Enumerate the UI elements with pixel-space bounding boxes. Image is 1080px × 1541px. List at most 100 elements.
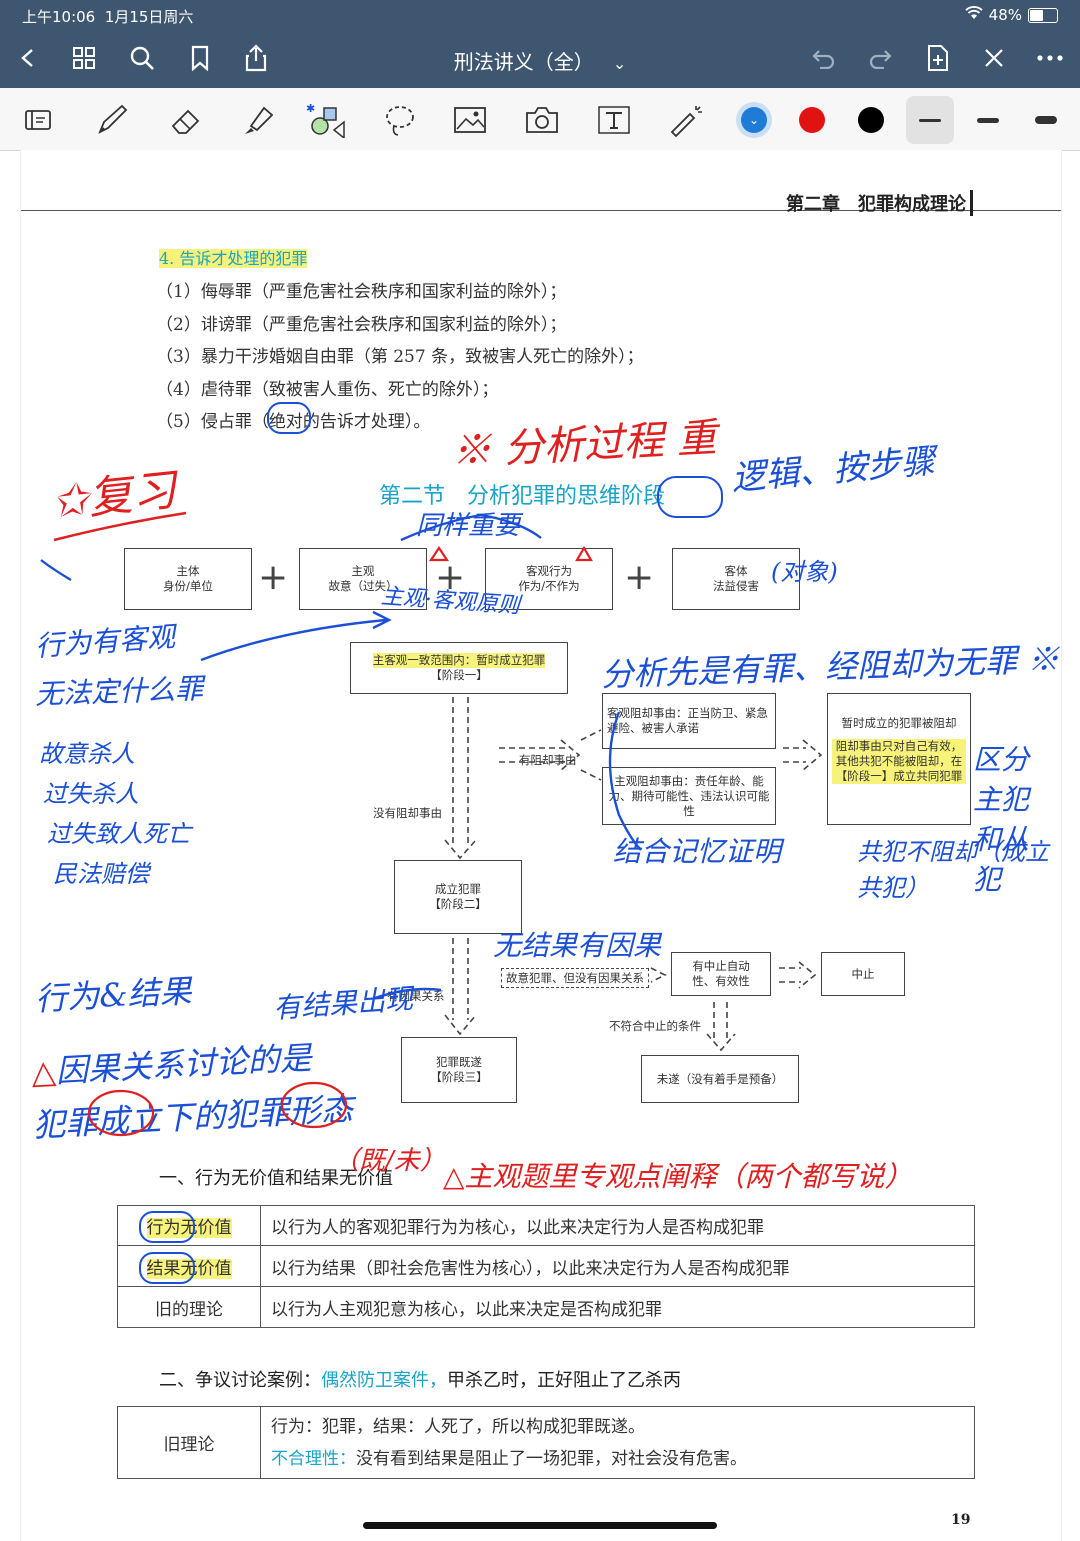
subject-desc: 身份/单位 — [163, 579, 213, 593]
stage1-title: 主客观一致范围内：暂时成立犯罪 — [372, 653, 546, 668]
section4-title: 4. 告诉才处理的犯罪 — [159, 245, 308, 269]
drawing-toolbar: ✱ ⌄ — [0, 88, 1080, 151]
close-tools-icon[interactable] — [978, 42, 1010, 74]
stage1-box: 主客观一致范围内：暂时成立犯罪【阶段一】 — [350, 642, 568, 694]
case-line1: 行为：犯罪，结果：人死了，所以构成犯罪既遂。 — [271, 1416, 645, 1437]
table-cell: 旧理论 — [117, 1406, 261, 1479]
heading2-desc: 甲杀乙时，正好阻止了乙杀丙 — [447, 1370, 681, 1391]
plus-icon: + — [435, 557, 466, 598]
handwriting-combine: 结合记忆证明 — [613, 835, 782, 868]
list-item: （3）暴力干涉婚姻自由罪（第 257 条，致被害人死亡的除外）； — [156, 347, 644, 368]
table-cell: 以行为人的客观犯罪行为为核心，以此来决定行为人是否构成犯罪 — [260, 1205, 975, 1246]
subjective-box: 主观故意（过失） — [299, 548, 427, 610]
has-stop-line1: 有中止自动 — [692, 959, 750, 973]
handwriting-strokes — [40, 513, 642, 1137]
has-defense-label: 有阻却事由 — [519, 753, 577, 767]
document-page: 第二章 犯罪构成理论 4. 告诉才处理的犯罪 （1）侮辱罪（严重危害社会秩序和国… — [20, 150, 1062, 1541]
circle-annotation — [267, 402, 311, 434]
reading-mode-icon[interactable] — [18, 100, 58, 140]
handwriting-distinguish: 区分主犯和从犯 — [973, 743, 1030, 896]
section4-title-text: 4. 告诉才处理的犯罪 — [159, 249, 308, 268]
table-row: 旧理论 行为：犯罪，结果：人死了，所以构成犯罪既遂。不合理性：没有看到结果是阻止… — [117, 1406, 975, 1479]
list-item: （4）虐待罪（致被害人重伤、死亡的除外）； — [156, 379, 499, 400]
chevron-down-icon[interactable]: ⌄ — [612, 54, 627, 73]
objective-act-title: 客观行为 — [526, 564, 572, 578]
circle-annotation — [657, 476, 723, 518]
color-blue-swatch[interactable]: ⌄ — [734, 100, 774, 140]
pen-icon[interactable] — [92, 100, 132, 140]
objective-defense-box: 客观阻却事由：正当防卫、紧急避险、被害人承诺 — [602, 693, 776, 749]
eraser-icon[interactable] — [166, 100, 206, 140]
svg-text:✱: ✱ — [306, 102, 315, 115]
camera-icon[interactable] — [522, 100, 562, 140]
plus-icon: + — [258, 557, 289, 598]
table-cell: 以行为人主观犯意为核心，以此来决定是否构成犯罪 — [260, 1286, 975, 1328]
highlighter-icon[interactable] — [238, 100, 278, 140]
stage2-title: 成立犯罪 — [435, 882, 481, 896]
battery-percent: 48% — [988, 6, 1022, 24]
home-indicator[interactable] — [363, 1522, 717, 1529]
has-stop-line2: 性、有效性 — [692, 974, 750, 988]
page-number: 19 — [951, 1512, 971, 1528]
no-defense-label: 没有阻却事由 — [373, 806, 442, 820]
stroke-thick-button[interactable] — [1026, 100, 1066, 140]
header-rule — [21, 210, 1061, 211]
status-bar: 上午10:06 1月15日周六 48% — [0, 0, 1080, 30]
attempt-box: 未遂（没有着手是预备） — [641, 1055, 799, 1103]
objective-act-box: 客观行为作为/不作为 — [485, 548, 613, 610]
stage1-label: 【阶段一】 — [430, 668, 488, 682]
lasso-icon[interactable] — [380, 100, 420, 140]
back-icon[interactable] — [12, 42, 44, 74]
stroke-medium-button[interactable] — [968, 100, 1008, 140]
underline-stroke — [53, 511, 187, 542]
not-stop-label: 不符合中止的条件 — [609, 1019, 701, 1033]
object-box: 客体法益侵害 — [672, 548, 800, 610]
share-icon[interactable] — [240, 42, 272, 74]
table-cell: 以行为结果（即社会危害性为核心），以此来决定行为人是否构成犯罪 — [260, 1245, 975, 1287]
case-line2-label: 不合理性： — [271, 1448, 356, 1469]
laser-pointer-icon[interactable] — [666, 100, 706, 140]
color-red-swatch[interactable] — [792, 100, 832, 140]
wifi-icon — [965, 6, 983, 24]
case-line2: 不合理性：没有看到结果是阻止了一场犯罪，对社会没有危害。 — [271, 1443, 964, 1475]
handwriting-civil: 民法赔偿 — [53, 860, 149, 888]
table-row: 结果无价值 以行为结果（即社会危害性为核心），以此来决定行为人是否构成犯罪 — [117, 1245, 975, 1287]
status-date: 1月15日周六 — [104, 8, 194, 26]
document-title[interactable]: 刑法讲义（全） ⌄ — [0, 46, 1080, 75]
heading2-case: 偶然防卫案件， — [321, 1370, 447, 1391]
stroke-thin-button[interactable] — [906, 96, 954, 144]
shapes-icon[interactable]: ✱ — [306, 100, 346, 140]
subjective-defense-box: 主观阻却事由：责任年龄、能力、期待可能性、违法认识可能性 — [602, 767, 776, 825]
chapter-header: 第二章 犯罪构成理论 — [786, 190, 973, 216]
handwriting-result-cause: 无结果有因果 — [493, 929, 662, 962]
add-page-icon[interactable] — [922, 42, 954, 74]
table-row: 旧的理论以行为人主观犯意为核心，以此来决定是否构成犯罪 — [117, 1286, 975, 1328]
blocked-box: 暂时成立的犯罪被阻却 阻却事由只对自己有效，其他共犯不能被阻却，在【阶段一】成立… — [827, 693, 971, 825]
grid-view-icon[interactable] — [68, 42, 100, 74]
object-title: 客体 — [724, 564, 748, 578]
list-item: （1）侮辱罪（严重危害社会秩序和国家利益的除外）； — [156, 282, 567, 302]
document-title-text: 刑法讲义（全） — [453, 50, 594, 74]
causal-label: 有因果关系 — [387, 989, 445, 1003]
stage3-label: 【阶段三】 — [430, 1070, 488, 1084]
undo-icon[interactable] — [808, 42, 840, 74]
color-black-swatch[interactable] — [851, 100, 891, 140]
battery-icon — [1028, 7, 1058, 23]
redo-icon[interactable] — [864, 42, 896, 74]
bookmark-icon[interactable] — [184, 42, 216, 74]
search-icon[interactable] — [126, 42, 158, 74]
subjective-desc: 故意（过失） — [328, 579, 398, 593]
subjective-title: 主观 — [351, 564, 375, 578]
subject-title: 主体 — [176, 564, 200, 578]
term-text: 结果无价值 — [146, 1258, 232, 1279]
more-icon[interactable] — [1034, 42, 1066, 74]
image-icon[interactable] — [450, 100, 490, 140]
stage3-box: 犯罪既遂【阶段三】 — [401, 1037, 517, 1103]
triangle-icon: △ — [443, 1160, 465, 1193]
table-cell: 行为：犯罪，结果：人死了，所以构成犯罪既遂。不合理性：没有看到结果是阻止了一场犯… — [260, 1406, 975, 1479]
section2-title: 第二节 分析犯罪的思维阶段 — [379, 484, 666, 509]
plus-icon: + — [624, 557, 655, 598]
table-cell: 结果无价值 — [117, 1245, 261, 1287]
has-stop-box: 有中止自动性、有效性 — [671, 952, 771, 996]
text-tool-icon[interactable] — [594, 100, 634, 140]
